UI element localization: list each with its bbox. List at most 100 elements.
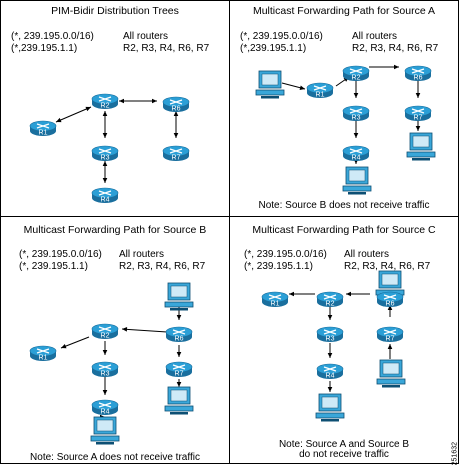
router-icon: R6 xyxy=(404,65,432,82)
group-range: (*, 239.195.0.0/16) xyxy=(244,249,327,260)
link-arrow xyxy=(387,344,393,359)
link-arrow xyxy=(102,377,108,395)
link-arrow xyxy=(60,336,90,349)
panel-source-c: Multicast Forwarding Path for Source C (… xyxy=(229,216,459,464)
router-icon: R1 xyxy=(29,345,57,362)
link-arrow xyxy=(346,291,370,297)
host-pc-icon xyxy=(315,393,345,422)
link-arrow xyxy=(102,161,108,183)
figure-id: 251632 xyxy=(451,442,458,465)
router-label: R7 xyxy=(175,371,184,378)
link-arrow xyxy=(353,121,359,138)
link-arrow xyxy=(121,327,168,333)
link-arrow xyxy=(176,379,182,387)
router-icon: R1 xyxy=(261,291,289,308)
router-scope-map: All routers R2, R3, R4, R6, R7 xyxy=(119,249,205,273)
link-arrow xyxy=(102,341,108,355)
router-scope: R2, R3, R4, R6, R7 xyxy=(119,261,206,272)
router-icon: R3 xyxy=(316,326,344,343)
router-scope: R2, R3, R4, R6, R7 xyxy=(352,43,439,54)
group-range: (*,239.195.1.1) xyxy=(240,43,307,54)
router-icon: R3 xyxy=(91,361,119,378)
link-arrow xyxy=(281,82,306,90)
link-arrow xyxy=(415,81,421,98)
host-pc-icon xyxy=(342,166,372,195)
link-arrow xyxy=(55,106,92,123)
group-range: (*, 239.195.1.1) xyxy=(244,261,313,272)
group-range-map: (*, 239.195.0.0/16) (*, 239.195.1.1) xyxy=(244,249,327,273)
router-label: R2 xyxy=(101,103,110,110)
router-label: R6 xyxy=(172,106,181,113)
link-arrow xyxy=(415,121,421,131)
router-label: R3 xyxy=(352,115,361,122)
panel-title: Multicast Forwarding Path for Source A xyxy=(252,5,436,17)
router-label: R2 xyxy=(326,301,335,308)
note-line: Note: Source A does not receive traffic xyxy=(30,452,200,463)
panel-title: Multicast Forwarding Path for Source B xyxy=(23,224,207,236)
host-pc-icon xyxy=(255,70,285,99)
router-icon: R6 xyxy=(162,96,190,113)
link-arrow xyxy=(327,381,333,392)
router-icon: R7 xyxy=(165,361,193,378)
link-arrow xyxy=(176,345,182,357)
router-scope-map: All routers R2, R3, R4, R6, R7 xyxy=(123,31,209,55)
router-scope: R2, R3, R4, R6, R7 xyxy=(344,261,431,272)
group-range: (*, 239.195.0.0/16) xyxy=(240,31,323,42)
router-icon: R2 xyxy=(91,93,119,110)
router-label: R7 xyxy=(172,155,181,162)
router-label: R1 xyxy=(39,130,48,137)
router-icon: R6 xyxy=(376,291,404,308)
router-label: R1 xyxy=(39,355,48,362)
router-label: R7 xyxy=(386,336,395,343)
note-line: do not receive traffic xyxy=(299,449,389,460)
link-arrow xyxy=(327,307,333,320)
router-icon: R2 xyxy=(91,323,119,340)
router-icon: R6 xyxy=(165,326,193,343)
panel-title: Multicast Forwarding Path for Source C xyxy=(252,224,436,236)
router-label: R1 xyxy=(271,301,280,308)
link-arrow xyxy=(173,111,179,138)
panel-title: PIM-Bidir Distribution Trees xyxy=(51,5,179,17)
router-scope: R2, R3, R4, R6, R7 xyxy=(123,43,210,54)
group-range: (*, 239.195.0.0/16) xyxy=(19,249,102,260)
router-icon: R7 xyxy=(404,105,432,122)
router-icon: R3 xyxy=(342,105,370,122)
traffic-note: Note: Source B does not receive traffic xyxy=(230,201,458,211)
group-range: (*, 239.195.1.1) xyxy=(19,261,88,272)
link-arrow xyxy=(289,291,315,297)
router-label: R6 xyxy=(386,301,395,308)
panel-bidir-trees: PIM-Bidir Distribution Trees (*, 239.195… xyxy=(0,0,230,217)
router-label: R3 xyxy=(326,336,335,343)
router-icon: R2 xyxy=(316,291,344,308)
router-scope: All routers xyxy=(352,31,398,42)
link-arrow xyxy=(119,98,157,104)
host-pc-icon xyxy=(164,386,194,415)
link-arrow xyxy=(353,81,359,98)
host-pc-icon xyxy=(406,132,436,161)
router-label: R4 xyxy=(101,409,110,416)
group-range: (*,239.195.1.1) xyxy=(11,43,78,54)
router-label: R4 xyxy=(352,155,361,162)
router-label: R4 xyxy=(326,373,335,380)
group-range: (*, 239.195.0.0/16) xyxy=(11,31,94,42)
router-label: R6 xyxy=(175,336,184,343)
router-icon: R7 xyxy=(376,326,404,343)
link-arrow xyxy=(102,111,108,138)
router-scope: All routers xyxy=(344,249,390,260)
router-scope-map: All routers R2, R3, R4, R6, R7 xyxy=(344,249,430,273)
note-line: Note: Source B does not receive traffic xyxy=(258,200,430,211)
router-label: R2 xyxy=(101,333,110,340)
router-icon: R1 xyxy=(306,82,334,99)
router-label: R4 xyxy=(101,197,110,204)
router-icon: R4 xyxy=(91,187,119,204)
router-icon: R4 xyxy=(342,145,370,162)
router-icon: R1 xyxy=(29,120,57,137)
router-label: R1 xyxy=(316,92,325,99)
panel-source-a: Multicast Forwarding Path for Source A (… xyxy=(229,0,459,217)
host-pc-icon xyxy=(90,416,120,445)
router-icon: R4 xyxy=(91,399,119,416)
traffic-note: Note: Source A does not receive traffic xyxy=(1,453,229,463)
